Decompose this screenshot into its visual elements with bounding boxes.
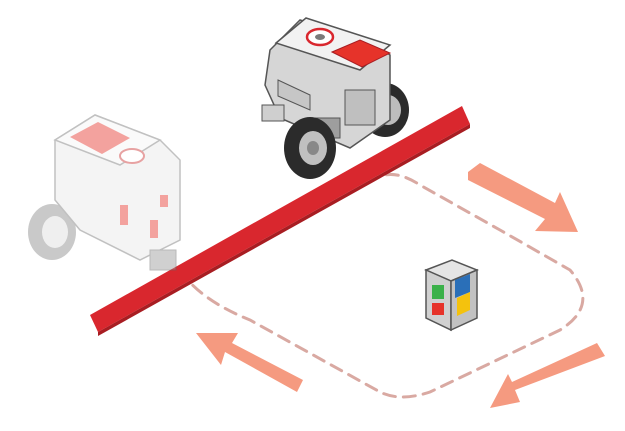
red-line-stripe bbox=[90, 106, 470, 332]
arrow-left-bottom bbox=[196, 333, 303, 392]
arrow-down-left bbox=[490, 343, 605, 408]
dashed-path bbox=[178, 173, 585, 399]
robot-active bbox=[261, 17, 409, 179]
color-cube bbox=[424, 259, 479, 332]
arrow-right-top bbox=[468, 163, 578, 232]
red-line-stripe-shadow bbox=[98, 124, 470, 336]
robot-ghost bbox=[28, 114, 181, 271]
